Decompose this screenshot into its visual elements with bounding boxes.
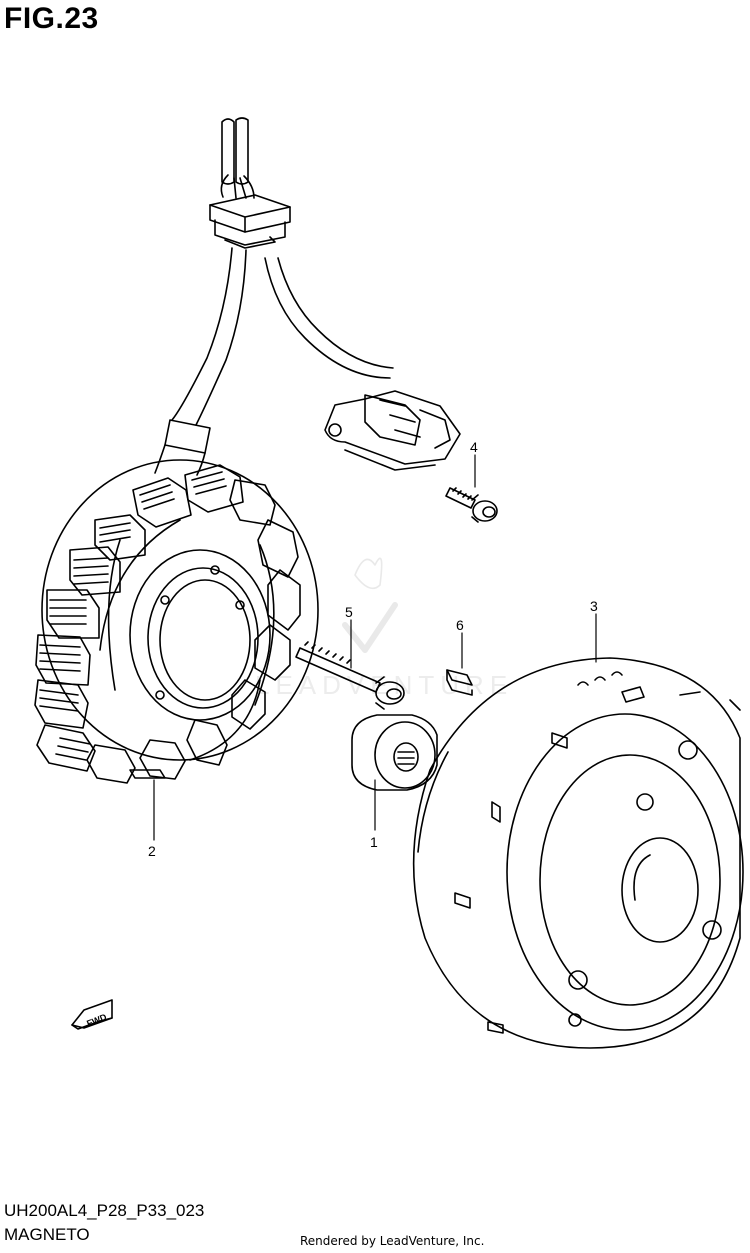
collar-nut-1 (351, 714, 438, 791)
bolt-5 (295, 641, 405, 710)
wiring-harness (154, 117, 394, 476)
render-credit: Rendered by LeadVenture, Inc. (300, 1234, 485, 1248)
callout-4: 4 (470, 439, 478, 455)
fwd-arrow-icon (71, 999, 113, 1030)
leader-lines (153, 454, 597, 841)
stator-2 (34, 459, 319, 784)
bolt-4 (445, 487, 498, 523)
callout-6: 6 (456, 617, 464, 633)
diagram-name: MAGNETO (4, 1225, 90, 1244)
callout-2: 2 (148, 843, 156, 859)
pickup-coil (324, 390, 461, 471)
key-6 (446, 669, 473, 696)
figure-title: FIG.23 (4, 2, 99, 35)
fwd-label: FWD (85, 1012, 108, 1029)
callout-5: 5 (345, 604, 353, 620)
diagram-code: UH200AL4_P28_P33_023 (4, 1201, 205, 1220)
callout-3: 3 (590, 598, 598, 614)
callout-1: 1 (370, 834, 378, 850)
flywheel-rotor-3 (412, 657, 744, 1049)
